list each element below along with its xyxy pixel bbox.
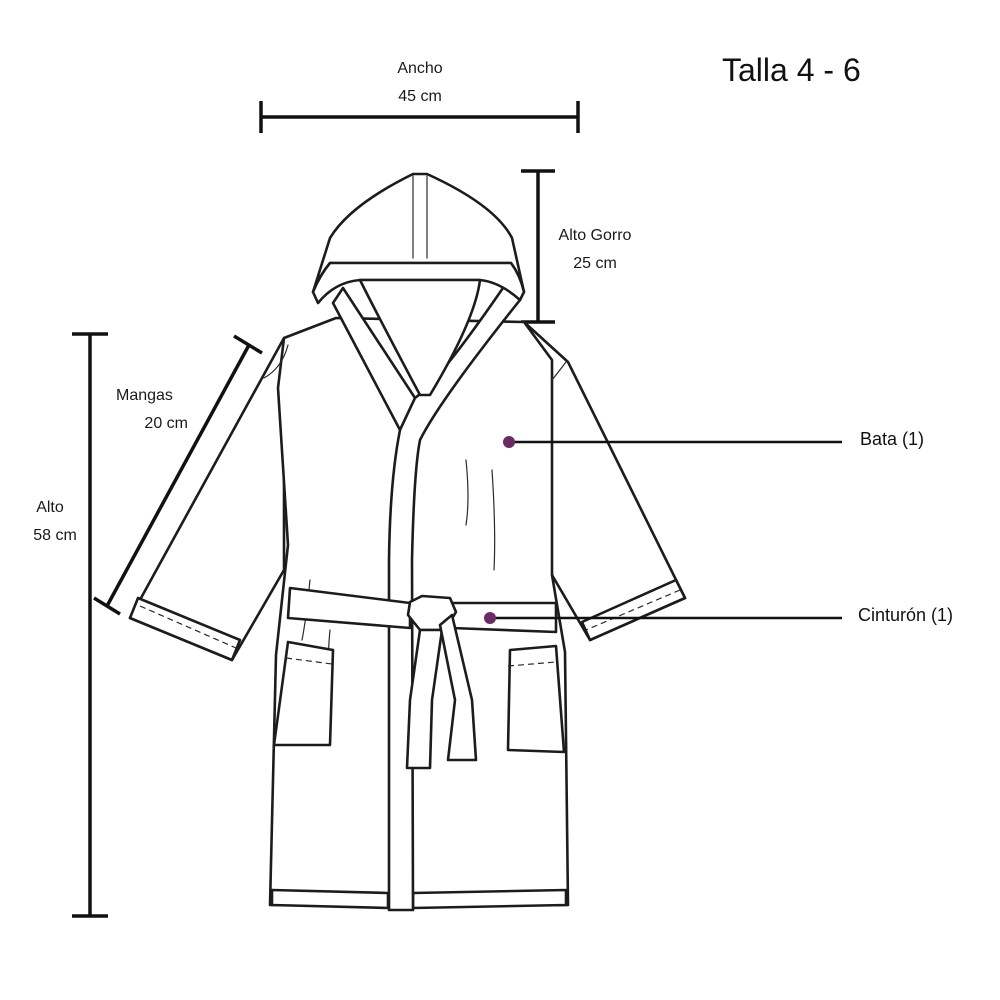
- hood-height-label-value: 25 cm: [573, 255, 617, 272]
- height-label-name: Alto: [36, 499, 64, 516]
- bata-callout-leader: [503, 436, 842, 448]
- sleeve-dimension-line: [93, 334, 263, 616]
- width-label-name: Ancho: [397, 60, 443, 77]
- hood-height-label-name: Alto Gorro: [558, 227, 632, 244]
- right-pocket: [506, 644, 566, 754]
- height-label-value: 58 cm: [33, 527, 77, 544]
- robe-belt: [286, 586, 558, 770]
- bata-label: Bata (1): [860, 429, 925, 449]
- hood-height-label: Alto Gorro 25 cm: [545, 222, 645, 278]
- width-dimension-line: [259, 101, 580, 133]
- robe-hood: [311, 172, 526, 397]
- sleeve-label-name: Mangas: [116, 387, 173, 404]
- height-label: Alto 58 cm: [10, 494, 100, 550]
- width-label: Ancho 45 cm: [370, 55, 470, 111]
- sleeve-label: Mangas 20 cm: [116, 382, 226, 438]
- hood-dimension-line: [521, 169, 555, 324]
- belt-label: Cinturón (1): [858, 605, 954, 625]
- left-pocket: [272, 640, 335, 747]
- belt-callout-leader: [484, 612, 842, 624]
- width-label-value: 45 cm: [398, 88, 442, 105]
- size-title: Talla 4 - 6: [722, 52, 861, 88]
- height-dimension-line: [72, 332, 108, 918]
- left-sleeve: [128, 336, 286, 662]
- robe-placket: [331, 283, 522, 912]
- sleeve-label-value: 20 cm: [144, 415, 188, 432]
